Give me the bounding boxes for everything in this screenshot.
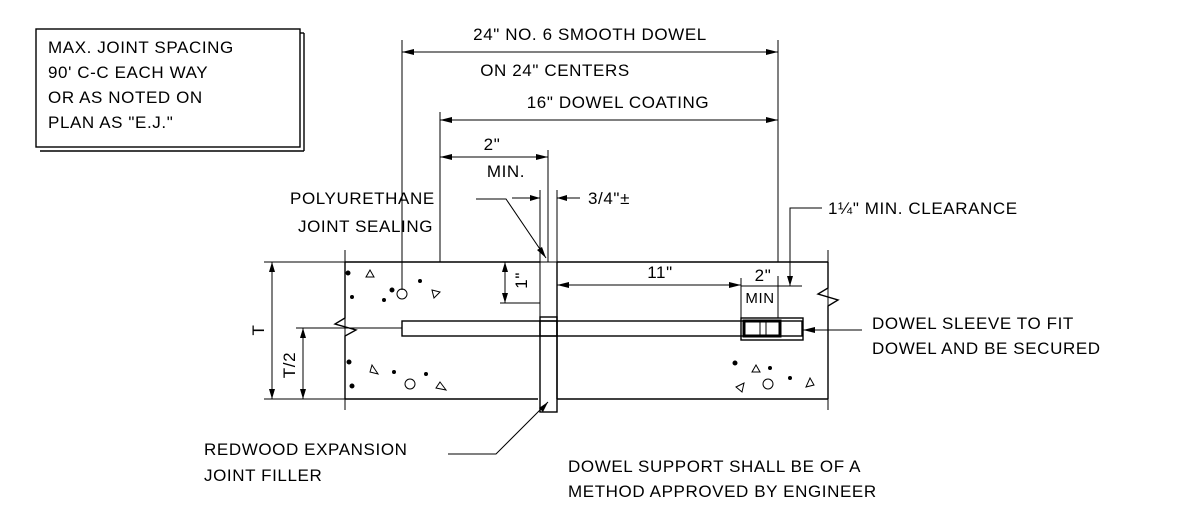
sealing-label-1: POLYURETHANE — [290, 189, 435, 208]
filler-label-2: JOINT FILLER — [204, 466, 322, 485]
dim-dowel-coating: 16" DOWEL COATING — [439, 93, 778, 262]
min-label: MIN. — [487, 162, 525, 181]
aggregate-left-top — [345, 268, 441, 302]
clearance-label: 1¼" MIN. CLEARANCE — [828, 199, 1018, 218]
eleven-label: 11" — [647, 263, 672, 282]
support-note-2: METHOD APPROVED BY ENGINEER — [568, 482, 877, 501]
sleeve-label-2: DOWEL AND BE SECURED — [872, 339, 1101, 358]
aggregate-left-bottom — [346, 359, 448, 391]
note-line-4: PLAN AS "E.J." — [48, 113, 173, 132]
one-inch-label: 1" — [512, 272, 531, 289]
filler-label-1: REDWOOD EXPANSION — [204, 440, 408, 459]
thickness-label: T — [249, 325, 268, 336]
sleeve-callout: DOWEL SLEEVE TO FIT DOWEL AND BE SECURED — [803, 314, 1101, 358]
half-thickness-label: T/2 — [280, 352, 299, 378]
dim-eleven: 11" — [557, 263, 742, 318]
sealing-label-2: JOINT SEALING — [298, 217, 433, 236]
filler-callout: REDWOOD EXPANSION JOINT FILLER — [204, 401, 549, 485]
polyurethane-sealant — [539, 261, 558, 318]
note-box: MAX. JOINT SPACING 90' C-C EACH WAY OR A… — [35, 28, 305, 152]
dim-2-min: 2" MIN. — [440, 135, 549, 262]
dim-one-inch: 1" — [500, 262, 540, 304]
sleeve-label-1: DOWEL SLEEVE TO FIT — [872, 314, 1074, 333]
aggregate-right-bottom — [732, 360, 815, 393]
note-line-2: 90' C-C EACH WAY — [48, 63, 208, 82]
two-inch-label: 2" — [484, 135, 501, 154]
note-line-3: OR AS NOTED ON — [48, 88, 203, 107]
two-right-label: 2" — [755, 266, 772, 285]
sealing-callout: POLYURETHANE JOINT SEALING — [290, 189, 547, 259]
dowel-centers-label: ON 24" CENTERS — [480, 61, 630, 80]
dim-two-right: 2" MIN — [741, 266, 802, 318]
dowel-bar — [401, 320, 803, 337]
gap-label: 3/4"± — [588, 189, 630, 208]
dowel-length-label: 24" NO. 6 SMOOTH DOWEL — [473, 25, 707, 44]
support-note-1: DOWEL SUPPORT SHALL BE OF A — [568, 457, 861, 476]
min-right-label: MIN — [745, 290, 774, 307]
note-line-1: MAX. JOINT SPACING — [48, 38, 234, 57]
dim-thickness: T T/2 — [249, 261, 402, 400]
dim-dowel-length: 24" NO. 6 SMOOTH DOWEL ON 24" CENTERS — [401, 25, 779, 262]
redwood-filler — [539, 316, 558, 413]
clearance-callout: 1¼" MIN. CLEARANCE — [787, 199, 1018, 286]
dowel-coating-label: 16" DOWEL COATING — [527, 93, 709, 112]
dowel-sleeve — [740, 317, 804, 341]
dim-joint-gap: 3/4"± — [512, 189, 630, 262]
